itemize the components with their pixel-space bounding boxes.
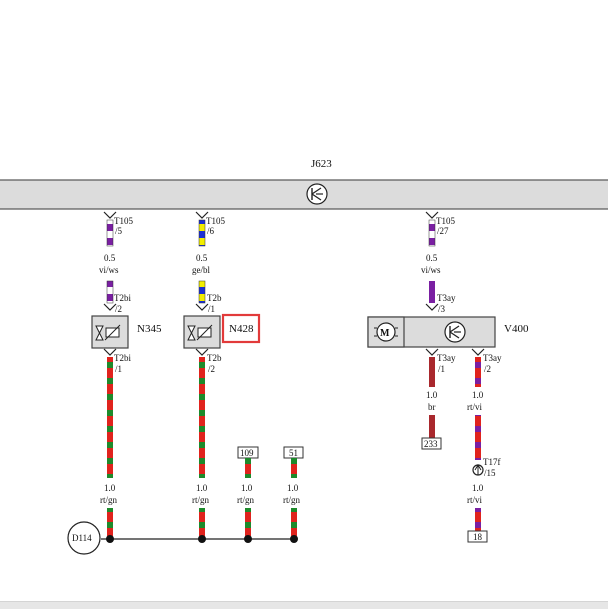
ref-box-18[interactable] — [467, 530, 488, 543]
comp-top-conn: T2bi — [114, 293, 131, 303]
wire-p2-top[interactable] — [195, 211, 209, 247]
wire-gauge: 0.5 — [426, 253, 438, 263]
wire-gauge: 1.0 — [287, 483, 299, 493]
wire-w3-upper[interactable] — [245, 458, 251, 478]
valve-n345[interactable] — [91, 315, 129, 349]
comp-top-conn: T3ay — [437, 293, 456, 303]
comp-bot-conn: T3ay — [483, 353, 502, 363]
wire-color: rt/vi — [467, 402, 482, 412]
comp-bot-conn: T2bi — [114, 353, 131, 363]
pin-conn: T105 — [114, 216, 133, 226]
wire-w4-lower[interactable] — [291, 508, 297, 536]
comp-bot-conn: T2b — [207, 353, 222, 363]
wire-w5-upper[interactable] — [429, 357, 435, 387]
comp-bot-num: /1 — [115, 364, 122, 374]
connector-num: /15 — [484, 468, 496, 478]
wire-w1-lower[interactable] — [107, 508, 113, 536]
wire-color: vi/ws — [421, 265, 441, 275]
comp-bot-conn: T3ay — [437, 353, 456, 363]
wire-p3-bottom[interactable] — [429, 281, 435, 303]
ecu-label: J623 — [311, 158, 332, 170]
wire-p3-top[interactable] — [425, 211, 439, 247]
comp-top-num: /3 — [438, 304, 446, 314]
comp-top-num: /2 — [115, 304, 122, 314]
pin-conn: T105 — [206, 216, 225, 226]
connector-conn: T17f — [483, 457, 501, 467]
wire-gauge: 0.5 — [196, 253, 208, 263]
junction-dot — [198, 535, 206, 543]
wire-color: rt/gn — [192, 495, 209, 505]
ecu-transistor-icon — [306, 183, 328, 205]
wire-color: rt/vi — [467, 495, 482, 505]
ref-box-233[interactable] — [421, 437, 442, 450]
ref-label: 109 — [240, 448, 254, 458]
wire-color: rt/gn — [237, 495, 254, 505]
wire-w1-upper[interactable] — [107, 357, 113, 478]
comp-bot-num: /2 — [208, 364, 215, 374]
motor-icon: M — [374, 322, 398, 342]
svg-text:M: M — [380, 328, 390, 339]
wire-w4-upper[interactable] — [291, 458, 297, 478]
wire-color: vi/ws — [99, 265, 119, 275]
pin-num: /6 — [207, 226, 215, 236]
wire-p1-top[interactable] — [103, 211, 117, 247]
wire-color: br — [428, 402, 436, 412]
pin-conn: T105 — [436, 216, 455, 226]
junction-dot — [106, 535, 114, 543]
transistor-icon — [444, 321, 466, 343]
ground-label: D114 — [72, 533, 92, 543]
horizontal-scrollbar[interactable] — [0, 601, 608, 609]
ref-label: 18 — [473, 532, 483, 542]
pin-num: /27 — [437, 226, 449, 236]
wire-w2-upper[interactable] — [199, 357, 205, 478]
wire-gauge: 1.0 — [196, 483, 208, 493]
wire-w3-lower[interactable] — [245, 508, 251, 536]
wire-gauge: 1.0 — [104, 483, 116, 493]
component-name: V400 — [504, 323, 529, 335]
wire-gauge: 1.0 — [472, 390, 484, 400]
junction-dot — [290, 535, 298, 543]
highlight-box — [221, 313, 261, 344]
comp-bot-num: /1 — [438, 364, 445, 374]
junction-dot — [244, 535, 252, 543]
connector-t17f-icon[interactable] — [472, 464, 484, 476]
ref-label: 233 — [424, 439, 438, 449]
pin-num: /5 — [115, 226, 123, 236]
wire-gauge: 1.0 — [472, 483, 484, 493]
ecu-j623-bar[interactable] — [0, 179, 608, 210]
wire-gauge: 1.0 — [241, 483, 253, 493]
wire-p2-bottom[interactable] — [198, 280, 206, 304]
component-name: N345 — [137, 323, 162, 335]
component-name[interactable]: N428 — [229, 323, 254, 335]
wire-color: rt/gn — [283, 495, 300, 505]
wire-color: rt/gn — [100, 495, 117, 505]
wire-w5-lower[interactable] — [429, 415, 435, 438]
comp-top-num: /1 — [208, 304, 215, 314]
wire-w6-upper[interactable] — [475, 357, 481, 387]
valve-n428[interactable] — [183, 315, 221, 349]
wire-w6-lower[interactable] — [475, 415, 481, 460]
wire-p1-bottom[interactable] — [106, 280, 114, 304]
comp-top-conn: T2b — [207, 293, 222, 303]
wire-gauge: 1.0 — [426, 390, 438, 400]
comp-bot-num: /2 — [484, 364, 491, 374]
wire-w7-lower[interactable] — [475, 508, 481, 531]
ref-label: 51 — [289, 448, 298, 458]
wire-color: ge/bl — [192, 265, 210, 275]
ground-point-d114[interactable] — [67, 521, 101, 555]
wire-w2-lower[interactable] — [199, 508, 205, 536]
wire-gauge: 0.5 — [104, 253, 116, 263]
